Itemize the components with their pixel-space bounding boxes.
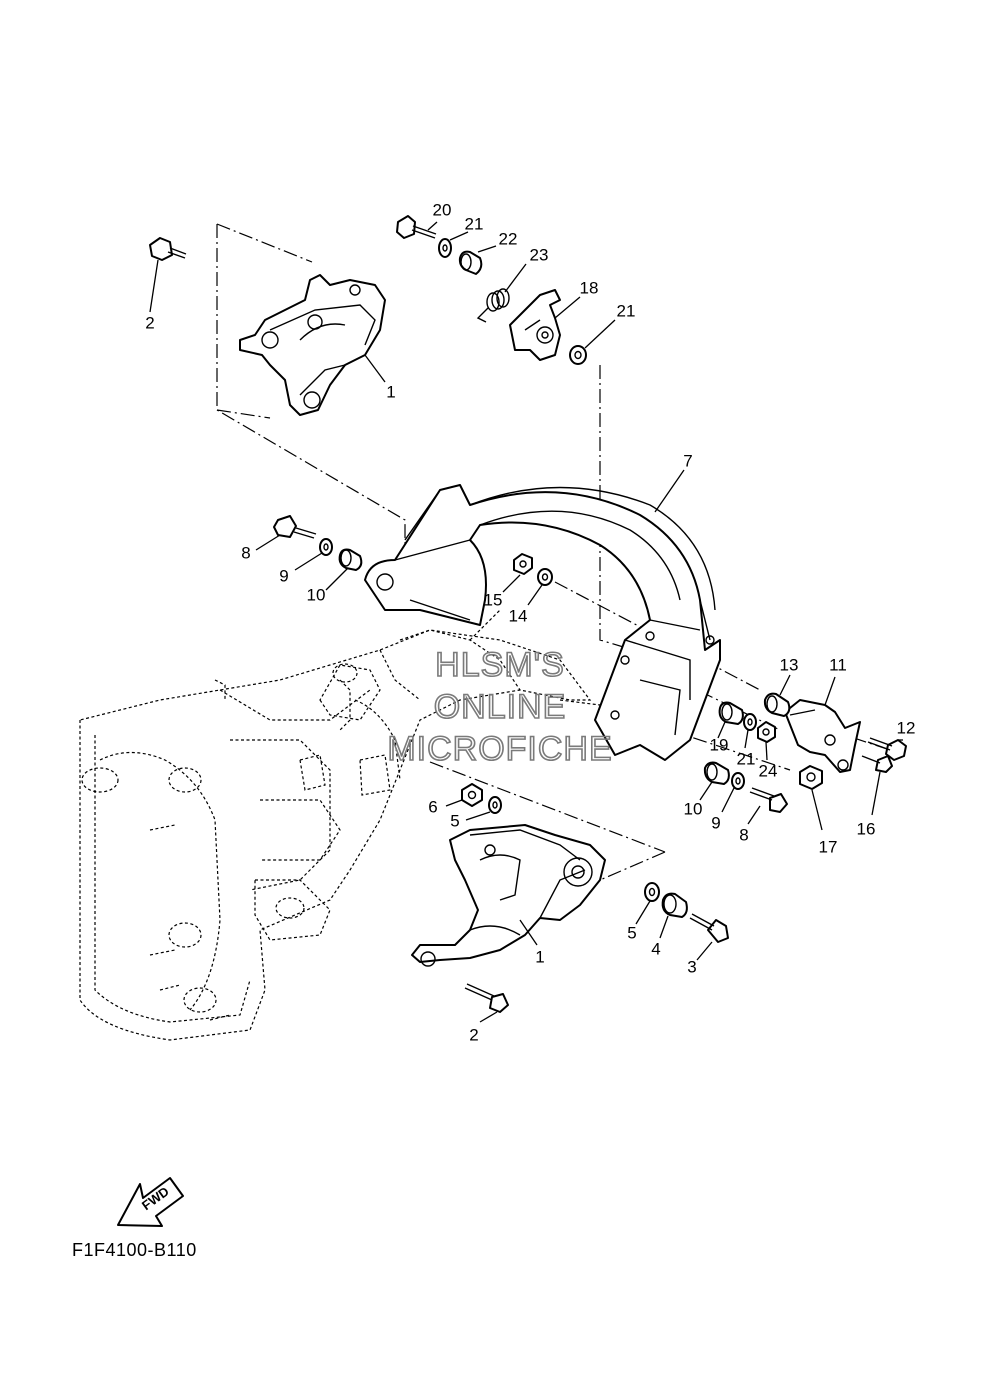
callout-2-upper: 2 — [145, 313, 154, 332]
collar-10-left — [325, 548, 363, 591]
callout-19: 19 — [710, 735, 729, 754]
washer-21-right — [569, 319, 616, 365]
bolt-8-right — [747, 787, 788, 825]
callout-18: 18 — [580, 278, 599, 297]
callout-5-lower: 5 — [627, 923, 636, 942]
callout-21-mid: 21 — [737, 749, 756, 768]
washer-5-top — [465, 796, 502, 821]
part-1-lower-bracket — [411, 824, 606, 967]
callout-2-lower: 2 — [469, 1025, 478, 1044]
leader-7 — [654, 469, 685, 513]
callout-7: 7 — [683, 451, 692, 470]
callout-10-left: 10 — [307, 585, 326, 604]
callout-17: 17 — [819, 837, 838, 856]
collar-4 — [659, 892, 688, 939]
part-1-upper-bracket — [239, 274, 386, 416]
callout-15: 15 — [484, 590, 503, 609]
callout-4: 4 — [651, 939, 660, 958]
diagram-code: F1F4100-B110 — [72, 1240, 197, 1260]
watermark: HLSM'S ONLINE MICROFICHE — [387, 645, 613, 769]
washer-21-top — [438, 231, 469, 258]
callout-16: 16 — [857, 819, 876, 838]
hardware-parts — [149, 215, 907, 1023]
bolt-20 — [396, 215, 438, 239]
collar-10-right — [699, 761, 730, 801]
watermark-line-2: ONLINE — [434, 688, 567, 726]
callout-9-left: 9 — [279, 566, 288, 585]
part-18-lever-plate — [509, 289, 581, 361]
nut-17 — [799, 765, 823, 831]
callout-8-left: 8 — [241, 543, 250, 562]
callout-11: 11 — [829, 655, 847, 674]
nut-15 — [502, 553, 533, 593]
screw-16 — [861, 755, 893, 816]
callout-1-upper: 1 — [386, 382, 395, 401]
callout-5-upper: 5 — [450, 811, 459, 830]
callout-12: 12 — [897, 718, 916, 737]
callout-22: 22 — [499, 229, 518, 248]
callout-9-right: 9 — [711, 813, 720, 832]
collar-19 — [717, 701, 744, 739]
nut-6 — [445, 783, 483, 807]
callout-6: 6 — [428, 797, 437, 816]
callout-21-top: 21 — [465, 214, 484, 233]
part-11-side-plate — [784, 676, 861, 773]
watermark-line-3: MICROFICHE — [387, 730, 612, 768]
callout-14: 14 — [509, 606, 528, 625]
bolt-2-bottom — [464, 983, 509, 1023]
callout-24: 24 — [759, 761, 778, 780]
watermark-line-1: HLSM'S — [435, 646, 565, 684]
callout-20: 20 — [433, 200, 452, 219]
bolt-2-top — [149, 237, 187, 313]
spring-23 — [476, 263, 527, 323]
callout-1-lower: 1 — [535, 947, 544, 966]
washer-21-mid — [743, 713, 757, 749]
bolt-12 — [867, 737, 907, 761]
callout-23: 23 — [530, 245, 549, 264]
washer-14 — [527, 568, 553, 606]
bolt-8-left — [255, 515, 317, 551]
forward-direction-arrow: FWD — [117, 1177, 184, 1227]
nut-24 — [757, 721, 776, 761]
callout-10-right: 10 — [684, 799, 703, 818]
callout-labels: 1 1 2 2 3 4 5 5 6 7 8 8 9 9 10 10 11 12 … — [145, 200, 915, 1044]
part-7-nozzle-bracket — [364, 484, 721, 761]
washer-9-right — [721, 772, 745, 813]
washer-5-bottom — [635, 882, 660, 925]
collar-13 — [763, 674, 791, 717]
callout-21-right: 21 — [617, 301, 636, 320]
callout-13: 13 — [780, 655, 799, 674]
collar-22 — [458, 245, 497, 275]
jet-pump-housing-outline — [79, 609, 601, 1041]
washer-9-left — [294, 538, 333, 571]
callout-3: 3 — [687, 957, 696, 976]
pin-bolt-3 — [689, 913, 729, 961]
callout-8-right: 8 — [739, 825, 748, 844]
